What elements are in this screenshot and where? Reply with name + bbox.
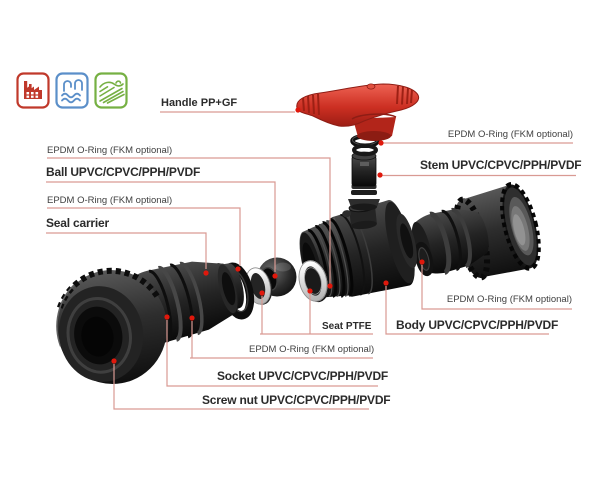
- industrial-factory-icon: [16, 72, 50, 109]
- socket-right-part: [411, 207, 489, 275]
- seal-carrier-label: Seal carrier: [46, 216, 109, 230]
- oring-handle-label: EPDM O-Ring (FKM optional): [447, 129, 573, 140]
- oring-carrier-label: EPDM O-Ring (FKM optional): [47, 195, 173, 206]
- application-icons: [16, 72, 128, 109]
- screw-nut-label: Screw nut UPVC/CPVC/PPH/PVDF: [202, 393, 391, 407]
- oring-union-right-part: [414, 241, 434, 277]
- leader-oring-socket: [190, 321, 373, 359]
- leader-oring-carrier: [47, 207, 241, 266]
- handle-label: Handle PP+GF: [161, 97, 238, 109]
- leader-oring-body-left: [47, 157, 331, 284]
- stem-part: [348, 151, 380, 211]
- agriculture-irrigation-icon: [94, 72, 128, 109]
- leader-ball: [46, 181, 276, 272]
- socket-label: Socket UPVC/CPVC/PPH/PVDF: [217, 369, 389, 383]
- stem-label: Stem UPVC/CPVC/PPH/PVDF: [420, 158, 582, 172]
- leader-seal-carrier: [46, 232, 207, 269]
- ball-label: Ball UPVC/CPVC/PPH/PVDF: [46, 165, 201, 179]
- leader-socket: [166, 320, 378, 387]
- marker-dots: [111, 107, 425, 364]
- leader-body: [385, 286, 549, 335]
- oring-union-right-label: EPDM O-Ring (FKM optional): [446, 294, 572, 305]
- seat-label: Seat PTFE: [322, 321, 372, 332]
- oring-socket-label: EPDM O-Ring (FKM optional): [249, 344, 375, 355]
- handle-part: [296, 83, 420, 141]
- oring-body-left-label: EPDM O-Ring (FKM optional): [47, 145, 173, 156]
- leader-seat: [260, 294, 373, 335]
- water-treatment-icon: [55, 72, 89, 109]
- leader-lines: [46, 111, 576, 410]
- screw-nut-left-part: [56, 267, 168, 384]
- leader-oring-union-right: [421, 265, 572, 310]
- body-label: Body UPVC/CPVC/PPH/PVDF: [396, 318, 559, 332]
- leader-screw-nut: [113, 364, 369, 410]
